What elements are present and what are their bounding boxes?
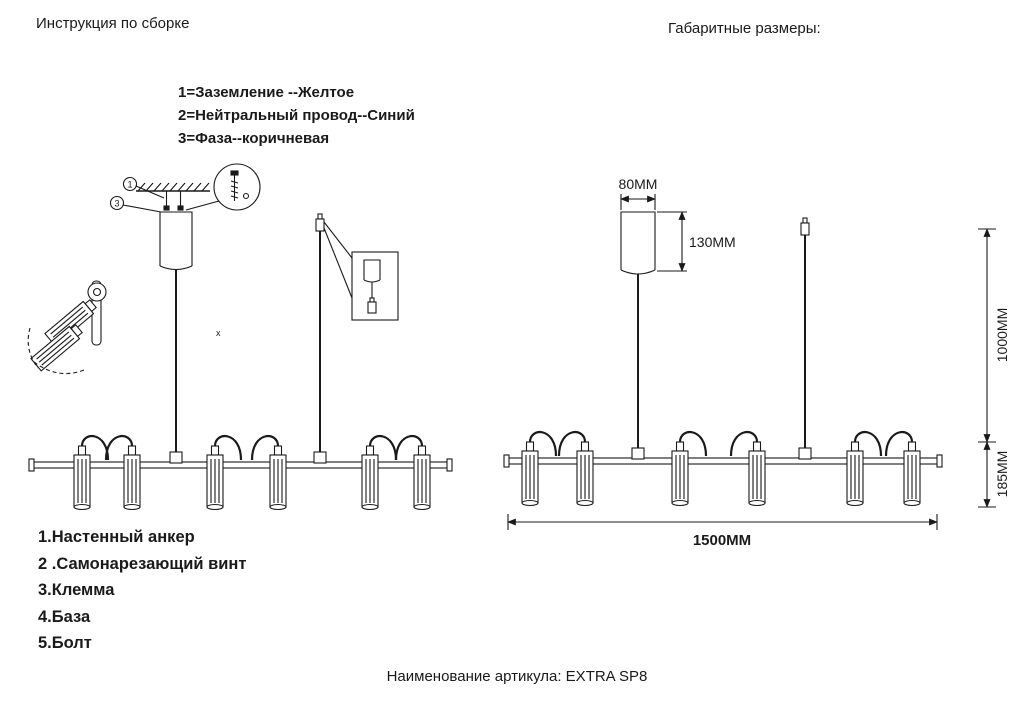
- parts-list: 1.Настенный анкер 2 .Самонарезающий винт…: [38, 524, 246, 657]
- dimension-drop-height-label: 1000ММ: [994, 308, 1010, 362]
- lamp-shade: [729, 430, 767, 507]
- dimensions-diagram: 80ММ 130ММ: [503, 176, 1010, 549]
- lamp-shade: [104, 434, 142, 511]
- parts-list-item-terminal: 3.Клемма: [38, 581, 115, 599]
- fixture-bar: [28, 451, 453, 472]
- tiny-x-mark: x: [216, 328, 221, 338]
- fixture-bar: [503, 447, 943, 468]
- article-name: Наименование артикула: EXTRA SP8: [386, 668, 648, 685]
- detail-circle-screw: [185, 163, 261, 211]
- dimension-drop-height: 1000ММ: [978, 228, 1010, 443]
- dimension-canopy-diameter-label: 80ММ: [619, 176, 658, 192]
- part-marker-1-label: 1: [127, 180, 132, 190]
- page-title-left: Инструкция по сборке: [36, 15, 190, 32]
- dimension-canopy-height: 130ММ: [657, 211, 736, 272]
- cord-grip: [800, 217, 810, 236]
- dimension-fixture-height: 185ММ: [978, 441, 1010, 508]
- spot-cylinder-2: [30, 324, 83, 372]
- wire-legend-line-ground: 1=Заземление --Желтое: [178, 84, 355, 101]
- lamp-shade: [72, 434, 110, 511]
- cord-grip: [315, 213, 325, 232]
- parts-list-item-base: 4.База: [38, 607, 91, 626]
- swivel-arc-2: [27, 327, 39, 369]
- parts-list-item-screw: 2 .Самонарезающий винт: [38, 554, 247, 573]
- lamp-shade: [670, 430, 708, 507]
- ceiling-hatch: [136, 182, 210, 192]
- wire-legend-line-phase: 3=Фаза--коричневая: [178, 130, 330, 147]
- dimension-fixture-height-label: 185ММ: [994, 451, 1010, 498]
- wire-legend: 1=Заземление --Желтое 2=Нейтральный пров…: [178, 81, 415, 150]
- assembly-diagram: 1 3: [27, 163, 453, 511]
- page-title-right: Габаритные размеры:: [668, 20, 821, 37]
- dimension-canopy-diameter: 80ММ: [619, 176, 658, 210]
- parts-list-item-bolt: 5.Болт: [38, 634, 92, 652]
- wire-legend-line-neutral: 2=Нейтральный провод--Синий: [178, 107, 415, 124]
- mounting-screw: [163, 191, 184, 211]
- dimension-canopy-height-label: 130ММ: [689, 234, 736, 250]
- canopy: [159, 211, 193, 271]
- dimension-fixture-length-label: 1500ММ: [693, 532, 751, 549]
- lamp-shade: [205, 434, 243, 511]
- lamp-shade: [394, 434, 432, 511]
- part-marker-3-label: 3: [114, 199, 119, 209]
- lamp-shade: [845, 430, 883, 507]
- lamp-shade: [557, 430, 595, 507]
- spot-lamp-assembly: [27, 280, 107, 375]
- dimension-fixture-length: 1500ММ: [507, 514, 938, 549]
- lamp-shade: [884, 430, 922, 507]
- canopy: [620, 211, 656, 275]
- parts-list-item-anchor: 1.Настенный анкер: [38, 528, 195, 546]
- mount-ring: [87, 282, 107, 302]
- part-marker-1: 1: [122, 176, 165, 199]
- part-marker-3: 3: [109, 195, 162, 213]
- detail-box-cord-grip: [323, 221, 399, 321]
- lamp-shade: [250, 434, 288, 511]
- lamp-shade: [360, 434, 398, 511]
- lamp-shade: [520, 430, 558, 507]
